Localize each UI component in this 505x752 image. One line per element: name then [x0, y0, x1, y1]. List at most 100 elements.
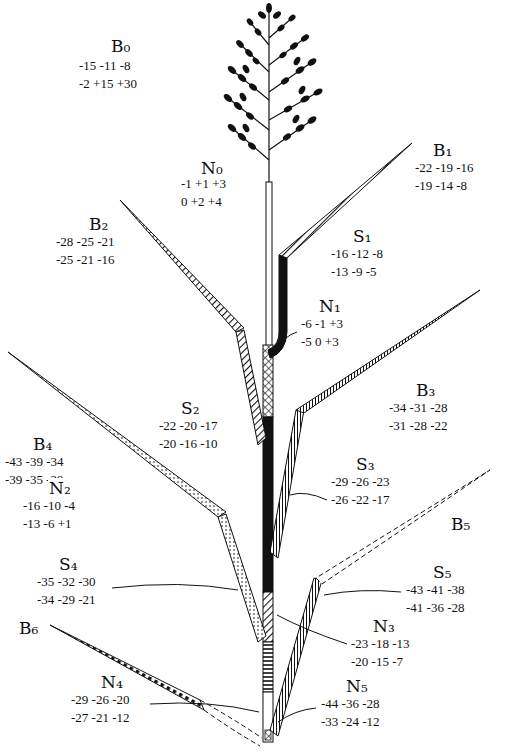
- part-label: B₁: [432, 140, 453, 160]
- part-label: N₁: [318, 296, 342, 316]
- spikelet: [272, 10, 282, 20]
- leaf-sheath: [236, 330, 266, 445]
- value-row: -23 -18 -13: [350, 636, 411, 652]
- value-row: -35 -32 -30: [36, 574, 97, 590]
- value-row: -33 -24 -12: [320, 714, 381, 730]
- part-label: S₄: [58, 554, 78, 574]
- panicle: [228, 10, 318, 184]
- value-row: -13 -9 -5: [330, 264, 378, 280]
- value-row: -2 +15 +30: [78, 76, 138, 92]
- spikelet: [236, 131, 248, 142]
- value-row: -41 -36 -28: [405, 600, 466, 616]
- spikelet: [294, 65, 306, 76]
- leader-line: [112, 584, 238, 590]
- spikelet: [278, 51, 288, 60]
- leader-line: [290, 493, 327, 500]
- spikelet: [245, 111, 255, 121]
- spikelet: [236, 72, 248, 83]
- value-row: -15 -11 -8: [78, 58, 132, 74]
- value-row: -20 -16 -10: [158, 436, 219, 452]
- value-row: -43 -39 -34: [4, 454, 65, 470]
- value-row: -29 -26 -23: [330, 474, 391, 490]
- leader-line: [277, 615, 347, 644]
- value-row: -5 0 +3: [300, 334, 340, 350]
- value-row: -34 -31 -28: [388, 400, 449, 416]
- leaf-sheath: [268, 255, 287, 358]
- part-label: B₆: [18, 618, 39, 638]
- peduncle: [266, 182, 272, 350]
- leaf-blade: [279, 143, 412, 258]
- spikelet: [244, 48, 254, 58]
- spikelet: [312, 87, 324, 97]
- spikelet: [235, 39, 245, 49]
- leaf-sheath: [270, 410, 304, 558]
- part-label: B₃: [415, 380, 436, 400]
- spikelet: [297, 85, 306, 96]
- part-label: N₅: [345, 676, 369, 696]
- leader-line: [278, 708, 316, 722]
- spikelet: [245, 17, 254, 26]
- value-row: -13 -6 +1: [22, 516, 73, 532]
- spikelet: [251, 56, 260, 65]
- stem-segment: [263, 692, 273, 742]
- spikelet: [222, 92, 234, 103]
- value-row: -26 -22 -17: [330, 492, 391, 508]
- value-row: -25 -21 -16: [55, 252, 116, 268]
- spikelet: [289, 41, 300, 51]
- spikelet: [248, 82, 258, 92]
- value-row: -28 -25 -21: [55, 234, 116, 250]
- part-label: N₂: [48, 478, 72, 498]
- value-row: -19 -14 -8: [414, 178, 468, 194]
- spikelet: [247, 141, 257, 151]
- value-row: -34 -29 -21: [36, 592, 97, 608]
- leaf-blade: [8, 352, 226, 517]
- panicle-branch: [228, 18, 318, 160]
- part-label: S₂: [180, 398, 200, 418]
- spikelet: [238, 92, 247, 103]
- spikelet: [287, 13, 296, 22]
- spikelets: [222, 3, 324, 151]
- spikelet: [306, 57, 318, 68]
- value-row: -29 -26 -20: [70, 692, 131, 708]
- spikelet: [306, 115, 318, 126]
- spikelet: [291, 114, 300, 125]
- part-label: S₃: [355, 454, 375, 474]
- spikelet: [300, 33, 311, 43]
- spikelet: [226, 64, 238, 75]
- value-row: -20 -15 -7: [350, 654, 404, 670]
- spikelet: [299, 94, 311, 104]
- leader-line: [276, 332, 297, 350]
- value-row: -22 -19 -16: [414, 160, 475, 176]
- value-row: -31 -28 -22: [388, 418, 449, 434]
- value-row: -1 +1 +3: [180, 176, 227, 192]
- leaf-blade: [120, 200, 244, 332]
- spikelet: [241, 64, 250, 75]
- leaf-blade-dashed: [316, 470, 490, 584]
- spikelet: [292, 56, 301, 67]
- value-row: -16 -10 -4: [22, 498, 76, 514]
- spikelet: [253, 27, 262, 36]
- spikelet: [257, 10, 267, 20]
- value-row: -44 -36 -28: [320, 696, 381, 712]
- spikelet: [232, 100, 244, 111]
- leaf-sheath: [270, 578, 322, 736]
- stem-segment: [263, 642, 273, 692]
- spikelet: [294, 123, 306, 134]
- value-row: -27 -21 -12: [70, 710, 131, 726]
- stem-base: [265, 730, 271, 740]
- spikelet: [282, 132, 293, 142]
- leaf-blade: [50, 625, 204, 710]
- stem-segment: [263, 417, 273, 592]
- value-row: -6 -1 +3: [300, 316, 344, 332]
- spikelet: [280, 76, 291, 86]
- part-label: B₀: [110, 36, 131, 56]
- leader-line: [150, 703, 259, 712]
- part-label: S₁: [352, 226, 372, 246]
- value-row: -16 -12 -8: [330, 246, 384, 262]
- leaf-sheath: [218, 514, 266, 642]
- part-label: B₂: [88, 214, 109, 234]
- part-label: N₀: [200, 158, 224, 178]
